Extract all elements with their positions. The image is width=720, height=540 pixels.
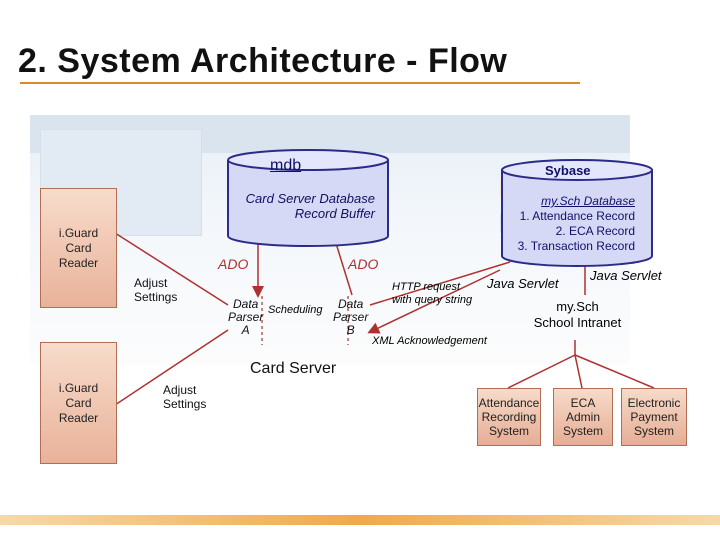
line-intranet-to-attendance xyxy=(507,354,576,389)
java-servlet-2-label: Java Servlet xyxy=(590,268,662,283)
mdb-description: Card Server Database Record Buffer xyxy=(245,191,375,221)
line-intranet-to-payment xyxy=(574,354,655,389)
sybase-title: Sybase xyxy=(545,163,591,178)
line-reader1-to-parser xyxy=(104,223,229,306)
mdb-title: mdb xyxy=(270,157,302,174)
line-xml-ack xyxy=(367,269,501,334)
page-title: 2. System Architecture - Flow xyxy=(18,42,508,80)
card-server-frame xyxy=(261,296,349,345)
sybase-cylinder xyxy=(501,159,653,267)
mdb-cylinder xyxy=(227,149,389,247)
scheduling-label: Scheduling xyxy=(268,304,323,316)
line-reader2-to-parser xyxy=(104,329,229,415)
ado-right-label: ADO xyxy=(348,256,379,272)
java-servlet-1-label: Java Servlet xyxy=(487,276,559,291)
xml-ack-label: XML Acknowledgement xyxy=(372,335,487,347)
ado-left-label: ADO xyxy=(218,256,249,272)
line-mdb-to-parser-b xyxy=(326,229,353,296)
card-reader-1: i.Guard Card Reader xyxy=(40,188,117,308)
line-intranet-to-eca xyxy=(574,354,583,389)
footer-bar xyxy=(0,515,720,525)
title-underline xyxy=(20,82,580,84)
line-parser-to-servlet xyxy=(369,261,511,306)
sybase-description: my.Sch Database 1. Attendance Record 2. … xyxy=(517,194,635,253)
card-server-label: Card Server xyxy=(250,360,337,377)
card-reader-2: i.Guard Card Reader xyxy=(40,342,117,464)
